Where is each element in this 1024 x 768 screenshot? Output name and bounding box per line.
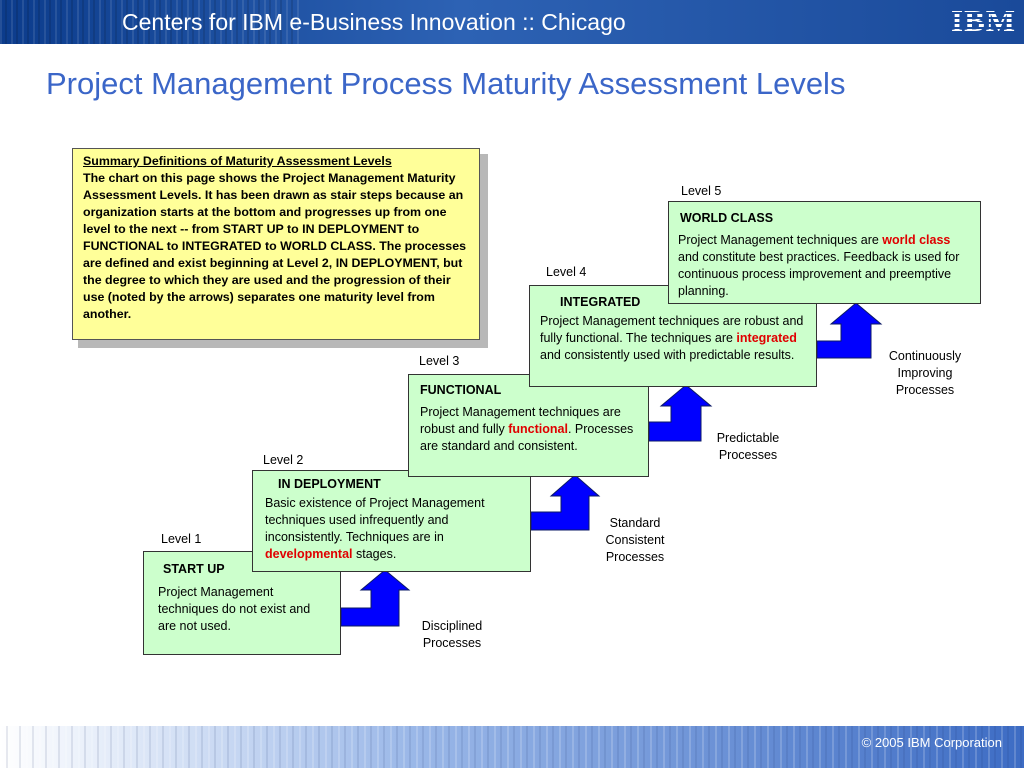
summary-note: Summary Definitions of Maturity Assessme…: [72, 148, 480, 340]
level-4-title: INTEGRATED: [560, 295, 641, 309]
header-bar: Centers for IBM e-Business Innovation ::…: [0, 0, 1024, 44]
level-2-title: IN DEPLOYMENT: [278, 477, 381, 491]
ibm-logo: IBM: [951, 3, 1016, 38]
level-5-label: Level 5: [681, 184, 722, 198]
level-4-label: Level 4: [546, 265, 587, 279]
level-5-box: WORLD CLASS Project Management technique…: [668, 201, 981, 304]
header-title: Centers for IBM e-Business Innovation ::…: [122, 9, 626, 35]
level-5-description: Project Management techniques are world …: [678, 233, 960, 298]
level-2-box: IN DEPLOYMENT Basic existence of Project…: [252, 470, 531, 572]
arrow-icon-4: [816, 302, 883, 359]
arrow-icon-2: [530, 474, 601, 531]
level-3-description: Project Management techniques are robust…: [420, 405, 634, 453]
level-1-description: Project Management techniques do not exi…: [158, 585, 311, 633]
level-5-title: WORLD CLASS: [680, 211, 774, 225]
level-2-description: Basic existence of Project Management te…: [265, 496, 485, 561]
level-3-label: Level 3: [419, 354, 460, 368]
arrow-icon-3: [648, 384, 713, 442]
footer-decoration: [0, 726, 1024, 768]
level-2-label: Level 2: [263, 453, 304, 467]
note-heading: Summary Definitions of Maturity Assessme…: [83, 154, 392, 168]
footer-bar: © 2005 IBM Corporation: [0, 726, 1024, 768]
copyright-text: © 2005 IBM Corporation: [861, 735, 1002, 750]
level-1-label: Level 1: [161, 532, 202, 546]
level-1-title: START UP: [163, 562, 225, 576]
page-title: Project Management Process Maturity Asse…: [46, 66, 846, 101]
arrow-icon-1: [340, 569, 411, 627]
note-body: The chart on this page shows the Project…: [83, 171, 466, 321]
header-decoration: [0, 0, 300, 44]
level-3-title: FUNCTIONAL: [420, 383, 502, 397]
level-4-description: Project Management techniques are robust…: [540, 314, 804, 362]
level-3-box: FUNCTIONAL Project Management techniques…: [408, 374, 649, 477]
